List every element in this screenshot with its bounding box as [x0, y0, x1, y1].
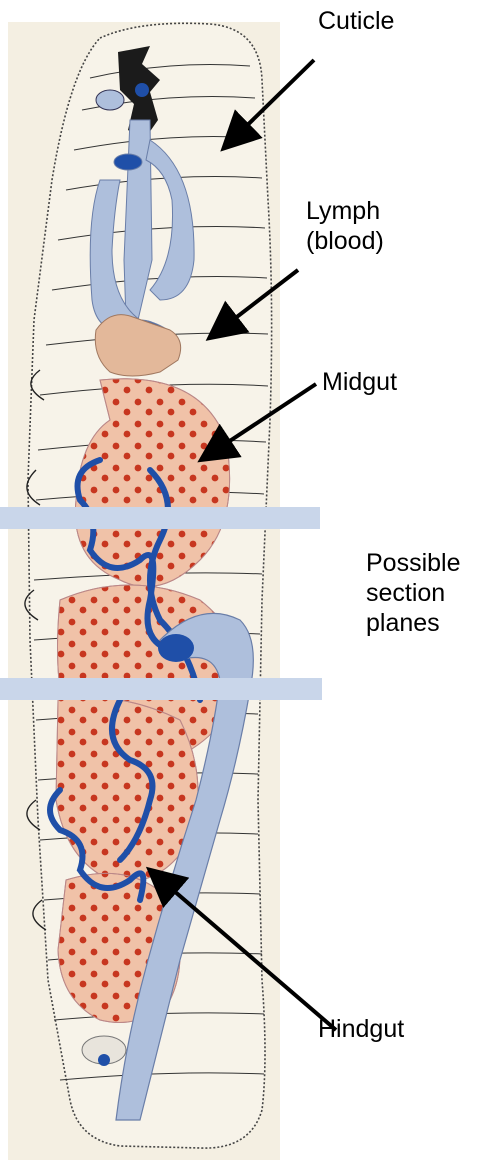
label-cuticle: Cuticle: [318, 6, 394, 36]
label-lymph-blood: Lymph (blood): [306, 196, 384, 256]
label-midgut: Midgut: [322, 367, 397, 397]
section-plane-lower: [0, 678, 322, 700]
section-plane-upper: [0, 507, 320, 529]
label-section-planes: Possible section planes: [366, 548, 461, 638]
hindgut-junction: [158, 634, 194, 662]
label-hindgut: Hindgut: [318, 1014, 404, 1044]
